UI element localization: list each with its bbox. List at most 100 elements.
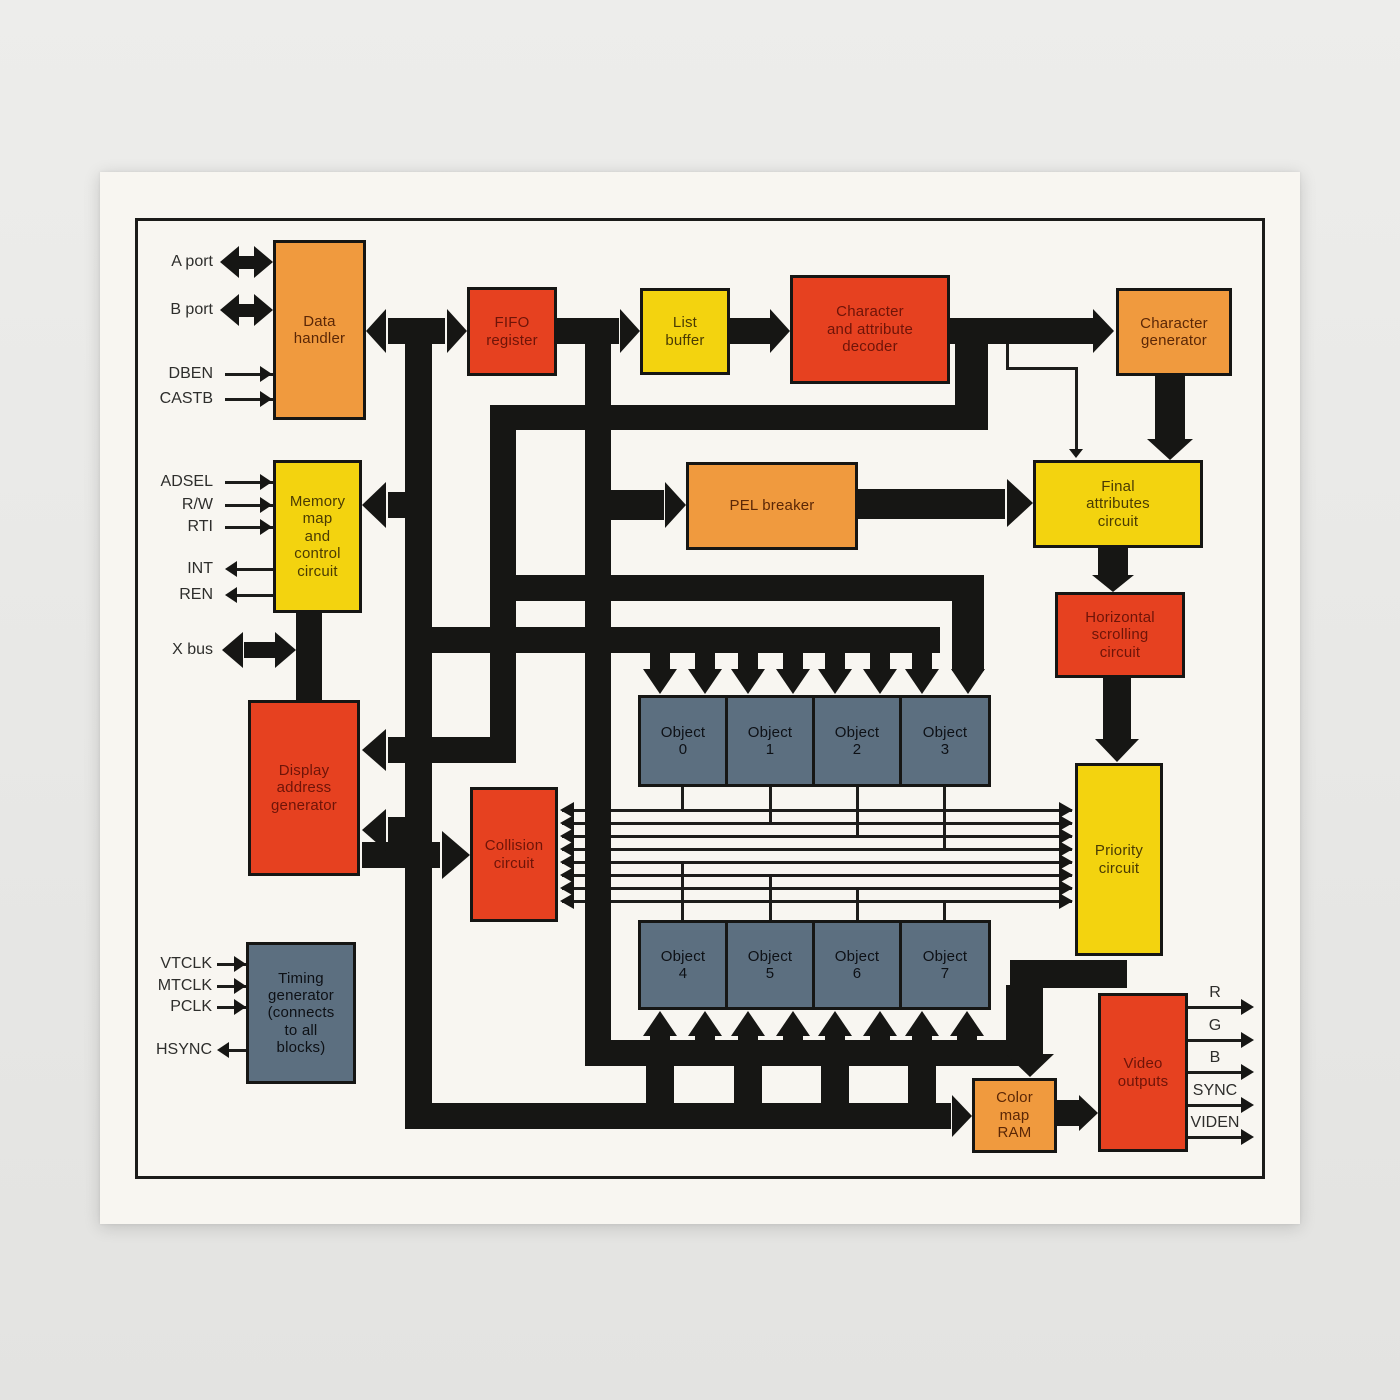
bus-segment — [557, 318, 619, 344]
block-object-3: Object 3 — [899, 695, 991, 787]
bus-segment — [952, 601, 984, 671]
signal-arrowhead — [1059, 854, 1073, 870]
block-object-2: Object 2 — [812, 695, 902, 787]
signal-line — [225, 481, 273, 484]
bus-segment — [912, 653, 932, 671]
bus-arrowhead — [863, 1011, 897, 1036]
signal-arrowhead — [560, 841, 574, 857]
block-label: PEL breaker — [729, 497, 815, 515]
port-label-vtclk: VTCLK — [160, 955, 212, 972]
output-label-viden: VIDEN — [1190, 1114, 1240, 1131]
port-label-pclk: PCLK — [170, 998, 212, 1015]
bus-arrowhead — [905, 669, 939, 694]
block-fifo-register: FIFO register — [467, 287, 557, 376]
bus-segment — [585, 344, 611, 1066]
signal-arrowhead — [1241, 1064, 1254, 1080]
block-final-attributes: Final attributes circuit — [1033, 460, 1203, 548]
port-label-x-bus: X bus — [172, 641, 213, 658]
bus-arrowhead — [366, 309, 386, 353]
bus-segment — [646, 1066, 674, 1103]
block-label: Display address generator — [270, 761, 337, 814]
bus-segment — [650, 653, 670, 671]
signal-line — [225, 526, 273, 529]
port-label-hsync: HSYNC — [155, 1041, 212, 1058]
block-label: Object 2 — [834, 723, 880, 758]
bus-segment — [238, 304, 256, 317]
signal-line — [562, 861, 1072, 864]
block-label: Horizontal scrolling circuit — [1085, 608, 1155, 661]
bus-arrowhead — [1095, 739, 1139, 762]
signal-arrowhead — [234, 999, 246, 1015]
signal-line — [562, 900, 1072, 903]
signal-arrowhead — [560, 867, 574, 883]
bus-arrowhead — [1093, 309, 1114, 353]
bus-segment — [1155, 376, 1185, 440]
port-label-mtclk: MTCLK — [157, 977, 212, 994]
block-label: Object 4 — [660, 947, 706, 982]
bus-segment — [870, 653, 890, 671]
signal-arrowhead — [1059, 880, 1073, 896]
signal-line — [769, 787, 772, 824]
block-label: Color map RAM — [996, 1089, 1033, 1142]
bus-arrowhead — [818, 1011, 852, 1036]
block-object-5: Object 5 — [725, 920, 815, 1010]
block-pel-breaker: PEL breaker — [686, 462, 858, 550]
signal-arrowhead — [260, 391, 272, 407]
signal-line — [225, 504, 273, 507]
signal-line — [681, 787, 684, 811]
signal-line — [1188, 1136, 1242, 1139]
bus-arrowhead — [643, 1011, 677, 1036]
bus-segment — [244, 642, 276, 658]
signal-line — [943, 901, 946, 920]
bus-arrowhead — [770, 309, 790, 353]
signal-arrowhead — [1059, 867, 1073, 883]
bus-segment — [238, 256, 256, 269]
bus-segment — [490, 405, 988, 430]
bus-arrowhead — [776, 1011, 810, 1036]
port-label-b-port: B port — [170, 301, 213, 318]
signal-arrowhead — [1241, 999, 1254, 1015]
bus-arrowhead — [731, 1011, 765, 1036]
block-label: List buffer — [665, 314, 705, 349]
output-label-sync: SYNC — [1192, 1082, 1238, 1099]
bus-segment — [1057, 1100, 1079, 1126]
signal-line — [237, 568, 273, 571]
bus-arrowhead — [818, 669, 852, 694]
bus-arrowhead — [688, 669, 722, 694]
block-memory-map: Memory map and control circuit — [273, 460, 362, 613]
bus-segment — [611, 490, 664, 520]
bus-arrowhead — [665, 482, 686, 528]
bus-segment — [1006, 985, 1032, 1042]
signal-arrowhead — [560, 802, 574, 818]
bus-arrowhead — [951, 669, 985, 694]
bus-arrowhead — [863, 669, 897, 694]
block-list-buffer: List buffer — [640, 288, 730, 375]
block-label: Object 5 — [747, 947, 793, 982]
signal-arrowhead — [225, 561, 237, 577]
signal-line — [769, 875, 772, 920]
block-video-outputs: Video outputs — [1098, 993, 1188, 1152]
port-label-adsel: ADSEL — [160, 473, 213, 490]
signal-line — [217, 963, 246, 966]
bus-segment — [1103, 678, 1131, 740]
signal-arrowhead — [1059, 828, 1073, 844]
signal-arrowhead — [1059, 893, 1073, 909]
signal-arrowhead — [1241, 1129, 1254, 1145]
signal-line — [856, 888, 859, 920]
block-char-attr-decoder: Character and attribute decoder — [790, 275, 950, 384]
bus-segment — [296, 613, 322, 700]
block-label: Character and attribute decoder — [827, 303, 913, 356]
signal-line — [562, 874, 1072, 877]
signal-line — [1006, 344, 1009, 370]
signal-line — [237, 594, 273, 597]
signal-arrowhead — [1241, 1032, 1254, 1048]
port-label-int: INT — [187, 560, 213, 577]
bus-arrowhead — [688, 1011, 722, 1036]
signal-arrowhead — [1069, 449, 1083, 458]
signal-line — [1188, 1039, 1242, 1042]
bus-arrowhead — [362, 729, 386, 771]
bus-arrowhead — [952, 1095, 972, 1137]
bus-segment — [405, 344, 432, 1129]
bus-arrowhead — [254, 246, 273, 278]
block-char-generator: Character generator — [1116, 288, 1232, 376]
